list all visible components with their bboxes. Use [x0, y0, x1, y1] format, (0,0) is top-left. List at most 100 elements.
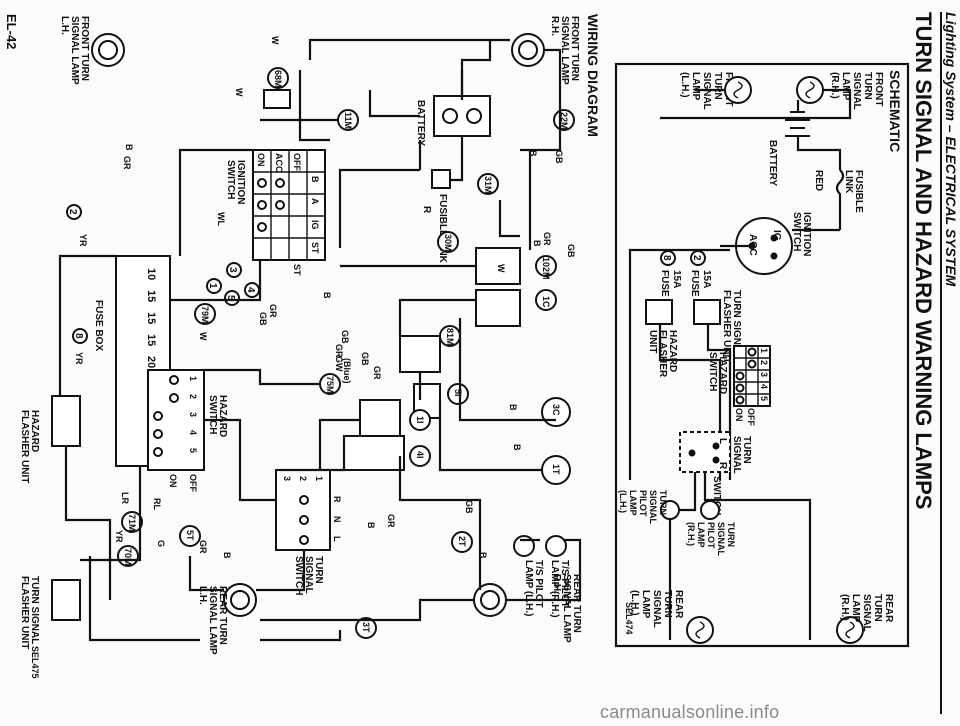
svg-text:ST: ST: [292, 264, 302, 276]
svg-text:4I: 4I: [415, 451, 425, 459]
svg-text:GB: GB: [554, 150, 564, 164]
svg-text:HAZARD: HAZARD: [667, 330, 678, 372]
wiring-rear-lamp-rh: REAR TURN SIGNAL LAMP R.H.: [473, 574, 582, 643]
svg-text:FRONT TURN: FRONT TURN: [569, 16, 580, 81]
svg-text:GR: GR: [268, 304, 278, 318]
svg-text:3T: 3T: [361, 622, 371, 633]
svg-text:LAMP: LAMP: [850, 594, 861, 623]
svg-text:31M: 31M: [483, 176, 493, 194]
front-lamp-rh-symbol: [796, 76, 824, 104]
schematic-flasher-wires: [658, 324, 732, 480]
svg-text:SIGNAL: SIGNAL: [851, 72, 862, 110]
svg-text:LR: LR: [120, 492, 130, 504]
svg-text:SIGNAL: SIGNAL: [303, 556, 314, 594]
svg-text:68M: 68M: [273, 70, 283, 88]
wiring-pilot-lamp-lh: T/S PILOT LAMP (L.H.): [513, 535, 544, 616]
svg-text:HAZARD: HAZARD: [29, 410, 40, 452]
svg-text:SWITCH: SWITCH: [707, 352, 718, 391]
fuse-3: 15: [145, 312, 157, 324]
schematic-fuse-2: 2 15A FUSE: [689, 250, 712, 297]
schematic-feed-wire: [628, 248, 730, 480]
svg-text:RL: RL: [152, 498, 162, 510]
svg-text:SIGNAL: SIGNAL: [731, 436, 742, 474]
svg-text:79M: 79M: [200, 306, 210, 324]
wiring-hazard-flasher: HAZARD FLASHER UNIT: [19, 395, 81, 483]
wiring-front-lamp-lh: FRONT TURN SIGNAL LAMP L.H.: [59, 16, 125, 85]
svg-text:4: 4: [759, 384, 769, 389]
svg-text:B: B: [124, 144, 134, 151]
svg-text:(Blue): (Blue): [342, 358, 352, 384]
schematic-turn-switch: L R TURN SIGNAL SWITCH: [679, 431, 752, 515]
svg-text:LAMP: LAMP: [696, 522, 706, 548]
svg-text:B: B: [528, 150, 538, 157]
svg-text:(R.H.): (R.H.): [829, 72, 840, 99]
svg-text:FUSIBLE: FUSIBLE: [853, 170, 864, 213]
svg-text:1I: 1I: [415, 416, 425, 424]
svg-text:FRONT: FRONT: [873, 72, 884, 106]
svg-text:5I: 5I: [453, 389, 463, 397]
svg-text:4: 4: [188, 430, 198, 435]
svg-text:TURN: TURN: [662, 590, 673, 618]
svg-text:1: 1: [314, 476, 324, 481]
schematic-fusible-link: FUSIBLE LINK RED: [813, 169, 864, 230]
svg-text:FUSE: FUSE: [689, 270, 700, 297]
svg-text:LAMP: LAMP: [690, 72, 701, 101]
svg-text:B: B: [222, 552, 232, 559]
svg-text:11M: 11M: [343, 112, 353, 129]
svg-text:RED: RED: [813, 170, 824, 191]
svg-text:(R.H.): (R.H.): [686, 522, 696, 546]
svg-text:ACC: ACC: [274, 153, 284, 173]
schematic-hazard-flasher: HAZARD FLASHER UNIT: [645, 299, 678, 378]
svg-text:GW: GW: [334, 356, 344, 372]
svg-text:SIGNAL LAMP: SIGNAL LAMP: [207, 586, 218, 655]
svg-text:2T: 2T: [457, 536, 467, 547]
svg-text:3: 3: [759, 372, 769, 377]
svg-text:2: 2: [298, 476, 308, 481]
schematic-heading: SCHEMATIC: [887, 70, 903, 152]
svg-text:R: R: [332, 496, 342, 503]
svg-text:3: 3: [188, 412, 198, 417]
schematic-frame: [614, 62, 910, 648]
svg-text:(R.H.): (R.H.): [839, 594, 850, 621]
svg-text:BATTERY: BATTERY: [767, 140, 778, 186]
svg-text:IG: IG: [310, 220, 320, 230]
watermark: carmanualsonline.info: [600, 702, 780, 722]
svg-text:3: 3: [282, 476, 292, 481]
front-lamp-wires: [660, 88, 852, 120]
svg-text:1: 1: [759, 348, 769, 353]
svg-text:IG: IG: [771, 230, 782, 241]
svg-text:(L.H.): (L.H.): [629, 590, 640, 616]
svg-text:REAR: REAR: [673, 590, 684, 619]
svg-text:L: L: [717, 438, 728, 444]
svg-text:W: W: [496, 264, 506, 273]
svg-text:YR: YR: [114, 530, 124, 543]
svg-text:LAMP: LAMP: [840, 72, 851, 101]
svg-text:81M: 81M: [445, 328, 455, 346]
svg-text:SIGNAL LAMP: SIGNAL LAMP: [559, 16, 570, 85]
svg-text:FUSE BOX: FUSE BOX: [93, 300, 104, 351]
wiring-heading: WIRING DIAGRAM: [585, 14, 601, 137]
svg-text:W: W: [234, 88, 244, 97]
svg-text:TURN: TURN: [658, 490, 668, 515]
svg-text:GB: GB: [360, 352, 370, 366]
wiring-ref-code: SEL475: [30, 646, 40, 679]
svg-text:SWITCH: SWITCH: [225, 160, 236, 199]
svg-text:W: W: [270, 36, 280, 45]
svg-text:L.H.: L.H.: [59, 16, 70, 35]
svg-text:8: 8: [661, 255, 672, 261]
svg-text:2: 2: [691, 255, 702, 261]
svg-text:UNIT: UNIT: [647, 330, 658, 353]
schematic-turn-flasher: TURN SIGNAL FLASHER UNIT: [693, 290, 742, 363]
svg-text:GR: GR: [334, 344, 344, 358]
svg-text:5: 5: [188, 448, 198, 453]
svg-text:15A: 15A: [701, 270, 712, 288]
svg-text:LAMP: LAMP: [628, 490, 638, 516]
fuse-1: 10: [145, 268, 157, 280]
svg-text:B: B: [322, 292, 332, 299]
svg-text:3: 3: [227, 267, 238, 273]
schematic-rear-lamp-rh: REAR TURN SIGNAL LAMP (R.H.): [836, 594, 894, 644]
svg-text:ON: ON: [734, 408, 744, 422]
svg-text:1: 1: [207, 283, 218, 289]
svg-text:102M: 102M: [541, 257, 551, 280]
